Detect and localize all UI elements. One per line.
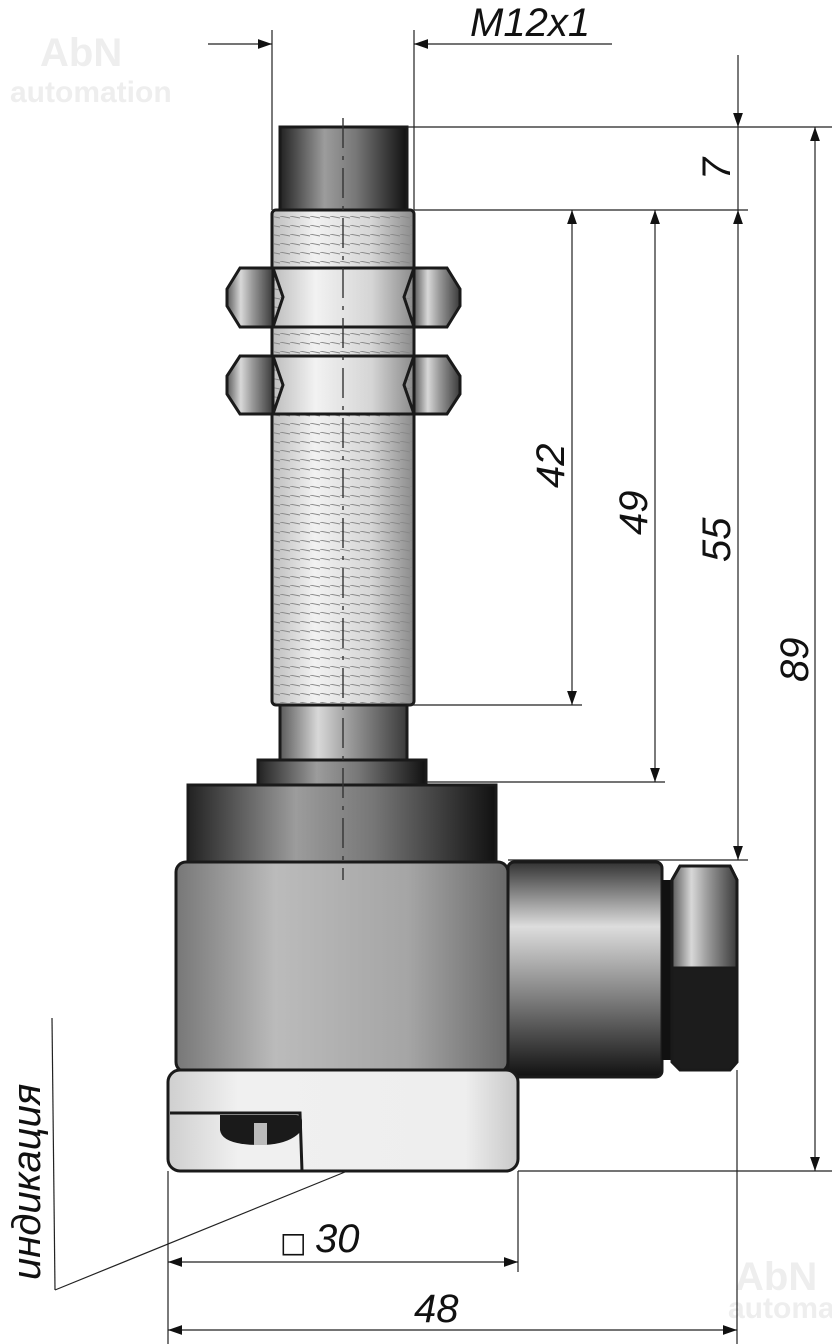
extension-lines	[51, 30, 832, 1344]
watermark-logo-bottom: AbN automation	[728, 1255, 832, 1325]
svg-text:42: 42	[529, 444, 573, 489]
svg-text:48: 48	[414, 1287, 459, 1331]
svg-text:49: 49	[612, 491, 656, 536]
connector	[506, 860, 739, 1079]
dimension-42: 42	[529, 210, 577, 705]
svg-text:AbN: AbN	[40, 31, 122, 75]
dimension-48: 48	[168, 1287, 737, 1335]
sensor-body	[166, 118, 739, 1173]
indication-leader	[54, 1171, 346, 1291]
svg-text:7: 7	[695, 156, 739, 180]
svg-text:30: 30	[315, 1217, 360, 1261]
indication-label: индикация	[5, 1084, 49, 1280]
watermark-logo-top: AbN automation	[10, 31, 172, 109]
svg-text:□: □	[280, 1226, 306, 1259]
svg-text:AbN: AbN	[735, 1255, 817, 1299]
dimension-30: □ 30	[168, 1217, 518, 1267]
svg-text:automation: automation	[10, 76, 172, 109]
svg-text:automation: automation	[728, 1292, 832, 1325]
svg-text:M12x1: M12x1	[470, 1, 590, 45]
dimension-49: 49	[612, 210, 660, 782]
housing	[174, 860, 510, 1074]
svg-text:89: 89	[773, 638, 817, 683]
dimension-89: 89	[773, 127, 820, 1171]
svg-text:55: 55	[695, 517, 739, 562]
dimension-7: 7	[695, 55, 743, 210]
dimension-55: 55	[695, 210, 743, 860]
dimension-thread: M12x1	[208, 1, 612, 49]
indicator-cap	[166, 1068, 520, 1173]
